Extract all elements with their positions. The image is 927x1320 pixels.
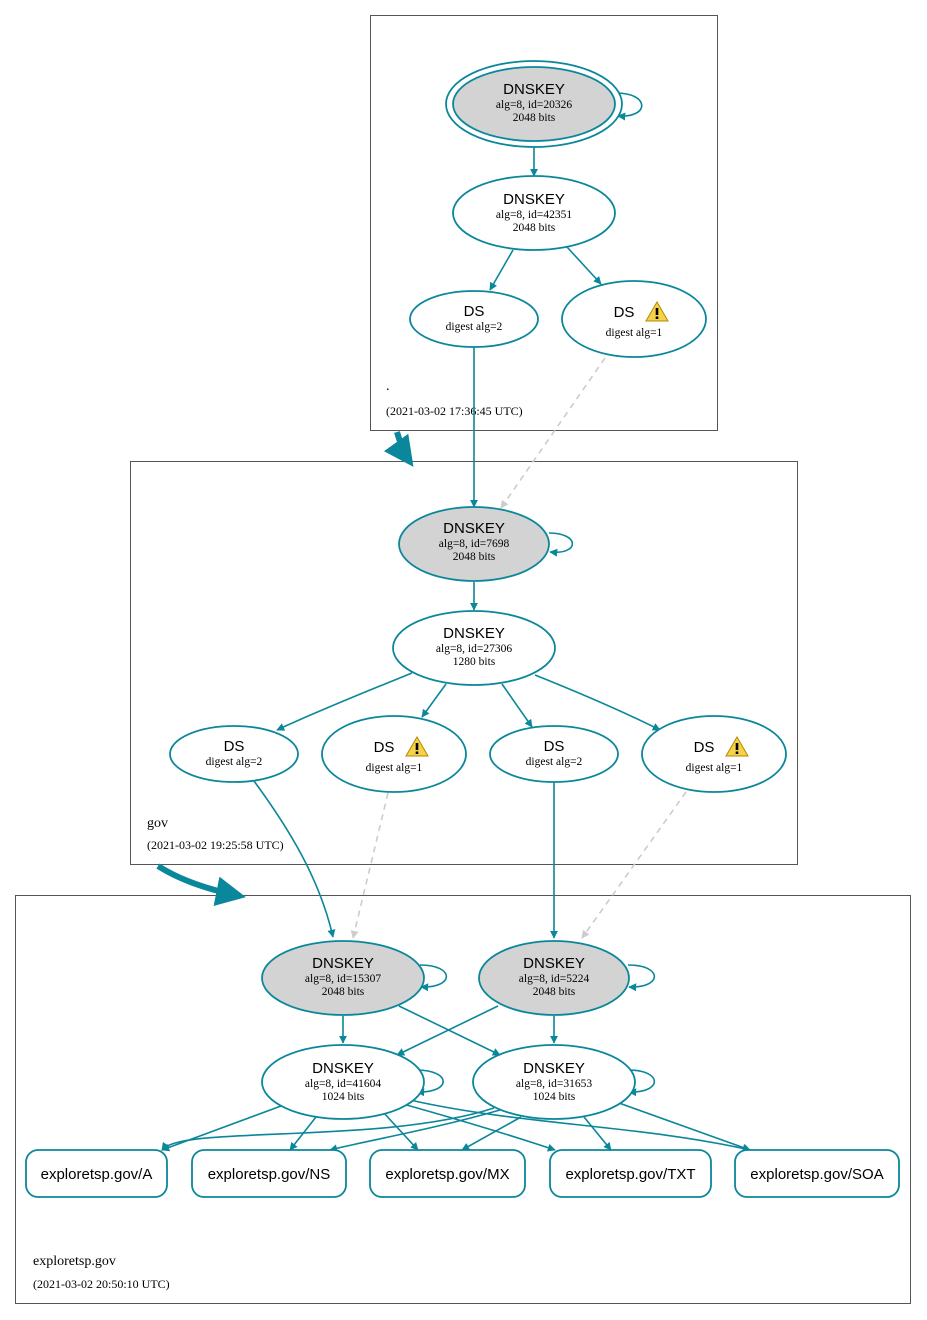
node-gov-ksk-bits: 2048 bits	[453, 551, 496, 563]
node-ex-ksk1-bits: 2048 bits	[322, 986, 365, 998]
node-root-ds2-digest: digest alg=2	[446, 321, 503, 333]
edge-gov-ds-b-exksk1	[350, 792, 389, 939]
edge-zsk1-mx	[382, 1111, 419, 1151]
node-root-ksk[interactable]: DNSKEY alg=8, id=20326 2048 bits	[445, 60, 623, 148]
node-ex-zsk2[interactable]: DNSKEY alg=8, id=31653 1024 bits	[472, 1044, 636, 1120]
rrset-a[interactable]: exploretsp.gov/A	[25, 1149, 168, 1198]
zone-gov-box	[130, 461, 798, 865]
node-root-ds2-title: DS	[464, 303, 485, 320]
node-gov-ds-d-title: DS	[694, 739, 715, 756]
edge-zsk1-txt	[402, 1103, 556, 1152]
edge-zsk2-soa	[618, 1102, 751, 1152]
node-root-zsk[interactable]: DNSKEY alg=8, id=42351 2048 bits	[452, 175, 616, 251]
node-gov-ds-a-digest: digest alg=2	[206, 756, 263, 768]
edge-gov-ds-d-exksk2	[581, 791, 687, 939]
delegation-gov-exploretsp	[156, 863, 246, 906]
edge-gov-ksk-self	[548, 532, 574, 557]
node-root-ksk-title: DNSKEY	[503, 81, 565, 98]
node-gov-ksk-alg: alg=8, id=7698	[439, 538, 510, 550]
node-ex-zsk1[interactable]: DNSKEY alg=8, id=41604 1024 bits	[261, 1044, 425, 1120]
node-ex-ksk2-bits: 2048 bits	[533, 986, 576, 998]
edge-gov-ds-a-exksk1	[253, 780, 336, 938]
node-root-ksk-bits: 2048 bits	[513, 112, 556, 124]
node-ex-ksk2-alg: alg=8, id=5224	[519, 973, 590, 985]
edge-gov-zsk-ds-c	[501, 683, 533, 728]
edge-root-zsk-ds2	[489, 249, 514, 291]
node-ex-zsk1-alg: alg=8, id=41604	[305, 1078, 381, 1090]
rrset-ns-label: exploretsp.gov/NS	[208, 1166, 331, 1183]
node-ex-zsk1-bits: 1024 bits	[322, 1091, 365, 1103]
edge-ex-ksk2-self	[627, 964, 656, 992]
node-root-ds1-digest: digest alg=1	[606, 327, 663, 339]
node-ex-zsk1-title: DNSKEY	[312, 1060, 374, 1077]
zone-root-box	[370, 15, 718, 431]
edge-ex-ksk1-self	[419, 964, 448, 992]
node-gov-ds-c[interactable]: DS digest alg=2	[489, 725, 619, 783]
delegation-root-gov	[383, 431, 414, 467]
zone-exploretsp-label: exploretsp.gov	[33, 1254, 116, 1269]
node-root-ksk-alg: alg=8, id=20326	[496, 99, 572, 111]
node-root-zsk-bits: 2048 bits	[513, 222, 556, 234]
zone-gov-timestamp: (2021-03-02 19:25:58 UTC)	[147, 838, 284, 852]
node-gov-ds-b-title: DS	[374, 739, 395, 756]
zone-exploretsp-box	[15, 895, 911, 1304]
edge-root-ds1-govksk	[500, 357, 606, 509]
node-ex-zsk2-alg: alg=8, id=31653	[516, 1078, 592, 1090]
node-gov-ds-a-title: DS	[224, 738, 245, 755]
node-gov-ksk-title: DNSKEY	[443, 520, 505, 537]
node-root-ds2[interactable]: DS digest alg=2	[409, 290, 539, 348]
edge-zsk2-txt	[583, 1116, 612, 1151]
rrset-a-label: exploretsp.gov/A	[41, 1166, 153, 1183]
node-root-ds1-title: DS	[614, 304, 635, 321]
edge-root-ksk-self	[615, 92, 643, 121]
rrset-ns[interactable]: exploretsp.gov/NS	[191, 1149, 347, 1198]
node-gov-zsk-bits: 1280 bits	[453, 656, 496, 668]
node-gov-ds-b-digest: digest alg=1	[366, 762, 423, 774]
node-root-zsk-alg: alg=8, id=42351	[496, 209, 572, 221]
zone-gov-label: gov	[147, 816, 168, 831]
node-root-zsk-title: DNSKEY	[503, 191, 565, 208]
node-ex-ksk1[interactable]: DNSKEY alg=8, id=15307 2048 bits	[261, 940, 425, 1016]
rrset-mx[interactable]: exploretsp.gov/MX	[369, 1149, 526, 1198]
edge-zsk1-soa	[409, 1099, 751, 1153]
edge-ex-ksk2-zsk1	[396, 1005, 499, 1056]
edge-zsk2-a	[161, 1107, 495, 1151]
node-root-ds1[interactable]: DS digest alg=1	[561, 280, 707, 358]
node-ex-zsk2-title: DNSKEY	[523, 1060, 585, 1077]
node-gov-ds-c-title: DS	[544, 738, 565, 755]
node-gov-ds-d-digest: digest alg=1	[686, 762, 743, 774]
edge-zsk1-a	[161, 1105, 282, 1152]
edge-zsk2-mx	[461, 1116, 522, 1151]
node-ex-ksk2[interactable]: DNSKEY alg=8, id=5224 2048 bits	[478, 940, 630, 1016]
zone-root-label: .	[386, 379, 390, 394]
node-gov-ds-b[interactable]: DS digest alg=1	[321, 715, 467, 793]
edge-gov-zsk-ds-d	[534, 674, 661, 731]
rrset-soa-label: exploretsp.gov/SOA	[750, 1166, 883, 1183]
edge-ex-zsk2-self	[627, 1069, 656, 1097]
zone-root-timestamp: (2021-03-02 17:36:45 UTC)	[386, 404, 523, 418]
zone-exploretsp-timestamp: (2021-03-02 20:50:10 UTC)	[33, 1277, 170, 1291]
rrset-mx-label: exploretsp.gov/MX	[385, 1166, 509, 1183]
node-ex-ksk1-alg: alg=8, id=15307	[305, 973, 381, 985]
node-gov-zsk-title: DNSKEY	[443, 625, 505, 642]
node-ex-zsk2-bits: 1024 bits	[533, 1091, 576, 1103]
rrset-txt-label: exploretsp.gov/TXT	[565, 1166, 695, 1183]
edge-zsk2-ns	[329, 1109, 501, 1153]
node-ex-ksk2-title: DNSKEY	[523, 955, 585, 972]
edge-root-zsk-ds1	[566, 246, 602, 285]
rrset-txt[interactable]: exploretsp.gov/TXT	[549, 1149, 712, 1198]
node-ex-ksk1-title: DNSKEY	[312, 955, 374, 972]
node-gov-zsk-alg: alg=8, id=27306	[436, 643, 512, 655]
node-gov-ds-c-digest: digest alg=2	[526, 756, 583, 768]
node-gov-zsk[interactable]: DNSKEY alg=8, id=27306 1280 bits	[392, 610, 556, 686]
node-gov-ksk[interactable]: DNSKEY alg=8, id=7698 2048 bits	[398, 506, 550, 582]
edge-gov-zsk-ds-a	[276, 672, 413, 731]
node-gov-ds-d[interactable]: DS digest alg=1	[641, 715, 787, 793]
edge-ex-ksk1-zsk2	[398, 1005, 501, 1056]
rrset-soa[interactable]: exploretsp.gov/SOA	[734, 1149, 900, 1198]
node-gov-ds-a[interactable]: DS digest alg=2	[169, 725, 299, 783]
edge-gov-zsk-ds-b	[421, 683, 447, 718]
edge-ex-zsk1-self	[415, 1069, 444, 1097]
